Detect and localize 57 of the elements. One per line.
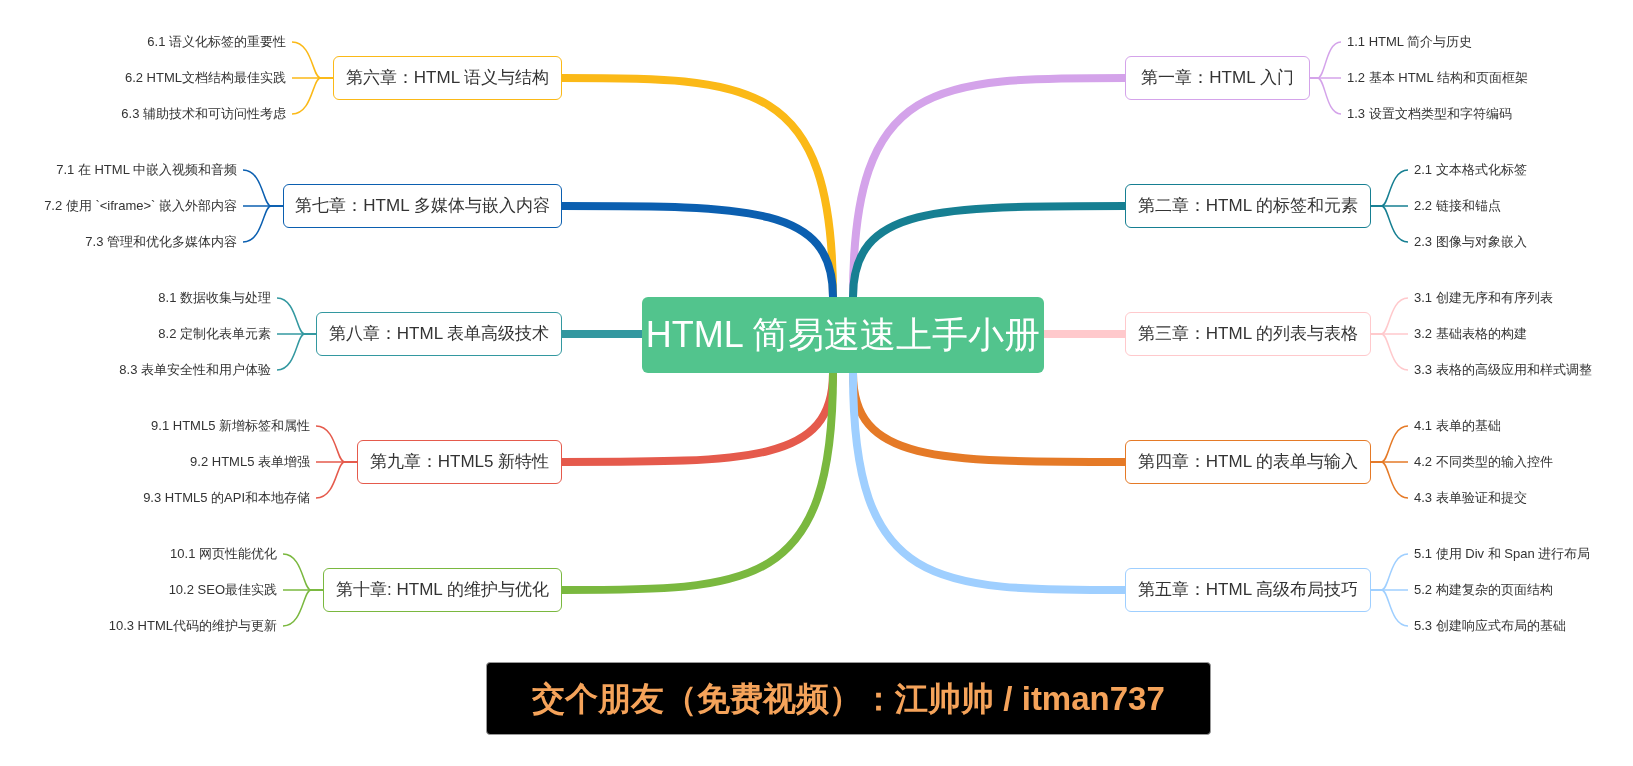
subtopic-text: 2.2 链接和锚点	[1414, 196, 1501, 216]
connector-line	[1370, 589, 1409, 627]
subtopic-text: 8.3 表单安全性和用户体验	[119, 360, 271, 380]
branch-line	[849, 372, 1125, 594]
subtopic-text: 8.2 定制化表单元素	[158, 324, 271, 344]
subtopic-text: 7.2 使用 `<iframe>` 嵌入外部内容	[44, 196, 237, 216]
branch-line	[1044, 330, 1125, 338]
chapter-box: 第六章：HTML 语义与结构	[333, 56, 562, 100]
connector-line	[1370, 333, 1409, 371]
chapter-box: 第九章：HTML5 新特性	[357, 440, 562, 484]
subtopic-text: 5.3 创建响应式布局的基础	[1414, 616, 1566, 636]
subtopic-text: 10.2 SEO最佳实践	[168, 580, 277, 600]
subtopic-text: 8.1 数据收集与处理	[158, 288, 271, 308]
subtopic-text: 10.3 HTML代码的维护与更新	[108, 616, 277, 636]
chapter-box: 第七章：HTML 多媒体与嵌入内容	[283, 184, 562, 228]
subtopic-text: 9.2 HTML5 表单增强	[190, 452, 310, 472]
connector-line	[276, 333, 317, 371]
subtopic-text: 10.1 网页性能优化	[170, 544, 277, 564]
connector-line	[242, 205, 284, 243]
subtopic-text: 4.3 表单验证和提交	[1414, 488, 1527, 508]
branch-line	[562, 372, 837, 594]
subtopic-text: 6.3 辅助技术和可访问性考虑	[121, 104, 286, 124]
connector-line	[282, 589, 324, 627]
branch-line	[562, 202, 837, 298]
subtopic-text: 2.1 文本格式化标签	[1414, 160, 1527, 180]
subtopic-text: 1.3 设置文档类型和字符编码	[1347, 104, 1512, 124]
chapter-box: 第三章：HTML 的列表与表格	[1125, 312, 1371, 356]
subtopic-text: 1.2 基本 HTML 结构和页面框架	[1347, 68, 1528, 88]
subtopic-text: 6.1 语义化标签的重要性	[147, 32, 286, 52]
subtopic-text: 6.2 HTML文档结构最佳实践	[124, 68, 286, 88]
subtopic-text: 7.1 在 HTML 中嵌入视频和音频	[56, 160, 237, 180]
subtopic-text: 2.3 图像与对象嵌入	[1414, 232, 1527, 252]
chapter-box: 第十章: HTML 的维护与优化	[323, 568, 562, 612]
subtopic-text: 4.1 表单的基础	[1414, 416, 1501, 436]
connector-line	[291, 77, 334, 115]
subtopic-text: 3.3 表格的高级应用和样式调整	[1414, 360, 1592, 380]
banner-text: 交个朋友（免费视频）：江帅帅 / itman737	[486, 662, 1211, 735]
subtopic-text: 7.3 管理和优化多媒体内容	[85, 232, 237, 252]
subtopic-text: 3.2 基础表格的构建	[1414, 324, 1527, 344]
subtopic-text: 3.1 创建无序和有序列表	[1414, 288, 1553, 308]
chapter-box: 第二章：HTML 的标签和元素	[1125, 184, 1371, 228]
connector-line	[1370, 461, 1409, 499]
chapter-box: 第四章：HTML 的表单与输入	[1125, 440, 1371, 484]
subtopic-text: 5.1 使用 Div 和 Span 进行布局	[1414, 544, 1591, 564]
branch-line	[849, 202, 1125, 298]
connector-line	[315, 461, 358, 499]
chapter-box: 第一章：HTML 入门	[1125, 56, 1310, 100]
chapter-box: 第八章：HTML 表单高级技术	[316, 312, 562, 356]
subtopic-text: 5.2 构建复杂的页面结构	[1414, 580, 1553, 600]
subtopic-text: 4.2 不同类型的输入控件	[1414, 452, 1553, 472]
chapter-box: 第五章：HTML 高级布局技巧	[1125, 568, 1371, 612]
subtopic-text: 9.3 HTML5 的API和本地存储	[143, 488, 310, 508]
subtopic-text: 9.1 HTML5 新增标签和属性	[151, 416, 310, 436]
connector-line	[1370, 205, 1409, 243]
subtopic-text: 1.1 HTML 简介与历史	[1347, 32, 1473, 52]
branch-line	[562, 330, 642, 338]
central-topic: HTML 简易速速上手小册	[642, 297, 1044, 373]
